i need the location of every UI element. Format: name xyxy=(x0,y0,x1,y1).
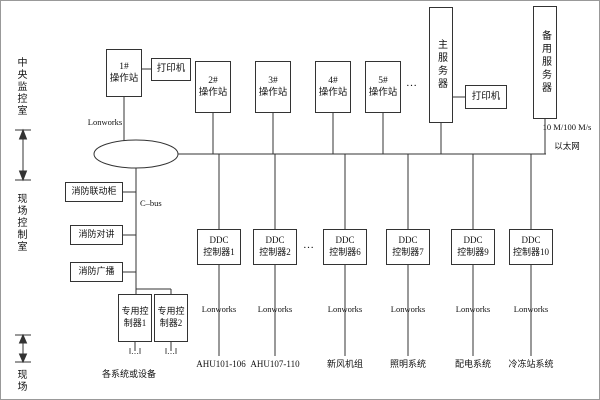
lonworks-label-2: Lonworks xyxy=(257,304,293,314)
lonworks-label-6: Lonworks xyxy=(513,304,549,314)
system-caption-lighting: 照明系统 xyxy=(389,359,426,369)
system-caption-fresh-air-units: 新风机组 xyxy=(326,359,363,369)
fire-broadcast-box: 消防广播 xyxy=(70,262,123,282)
zone-label-field: 现场 xyxy=(15,369,26,393)
ddc-controller-10: DDC 控制器10 xyxy=(509,229,553,265)
lonworks-label-4: Lonworks xyxy=(390,304,426,314)
ethernet-name-label: 以太网 xyxy=(554,141,580,151)
ethernet-speed-label: 10 M/100 M/s xyxy=(542,122,592,132)
equipment-hatch-2: ‖…‖ xyxy=(164,347,178,356)
system-caption-ahu101-106: AHU101-106 xyxy=(196,359,246,369)
systems-caption: 各系统或设备 xyxy=(101,369,156,379)
ddc-ellipsis: … xyxy=(303,239,315,251)
system-caption-ahu107-110: AHU107-110 xyxy=(250,359,300,369)
zone-label-central-monitoring-room: 中央监控室 xyxy=(15,57,26,117)
cbus-label: C–bus xyxy=(140,198,162,208)
system-caption-power-distribution: 配电系统 xyxy=(454,359,491,369)
fire-intercom-box: 消防对讲 xyxy=(70,225,123,245)
zone-label-field-control-room: 现场控制室 xyxy=(15,193,26,253)
operator-station-4: 4# 操作站 xyxy=(315,61,351,113)
stations-ellipsis: … xyxy=(406,77,418,89)
fire-linkage-cabinet-box: 消防联动柜 xyxy=(65,182,123,202)
dedicated-controller-1: 专用控制器1 xyxy=(118,294,152,342)
printer-left: 打印机 xyxy=(151,58,191,81)
backup-server: 备用服务器 xyxy=(533,6,557,119)
ddc-controller-7: DDC 控制器7 xyxy=(386,229,430,265)
equipment-hatch-1: ‖…‖ xyxy=(128,347,142,356)
zone-divider-arrows xyxy=(15,128,31,364)
operator-station-2: 2# 操作站 xyxy=(195,61,231,113)
ddc-controller-9: DDC 控制器9 xyxy=(451,229,495,265)
lonworks-top-label: Lonworks xyxy=(87,117,123,127)
ddc-controller-1: DDC 控制器1 xyxy=(197,229,241,265)
lonworks-label-3: Lonworks xyxy=(327,304,363,314)
ddc-controller-2: DDC 控制器2 xyxy=(253,229,297,265)
operator-station-5: 5# 操作站 xyxy=(365,61,401,113)
printer-right: 打印机 xyxy=(465,85,507,109)
dedicated-controller-2: 专用控制器2 xyxy=(154,294,188,342)
network-ring xyxy=(93,139,179,169)
ddc-controller-6: DDC 控制器6 xyxy=(323,229,367,265)
lonworks-label-5: Lonworks xyxy=(455,304,491,314)
operator-station-1: 1# 操作站 xyxy=(106,49,142,97)
system-caption-refrigeration-station: 冷冻站系统 xyxy=(508,359,554,369)
main-server: 主服务器 xyxy=(429,7,453,123)
lonworks-label-1: Lonworks xyxy=(201,304,237,314)
operator-station-3: 3# 操作站 xyxy=(255,61,291,113)
